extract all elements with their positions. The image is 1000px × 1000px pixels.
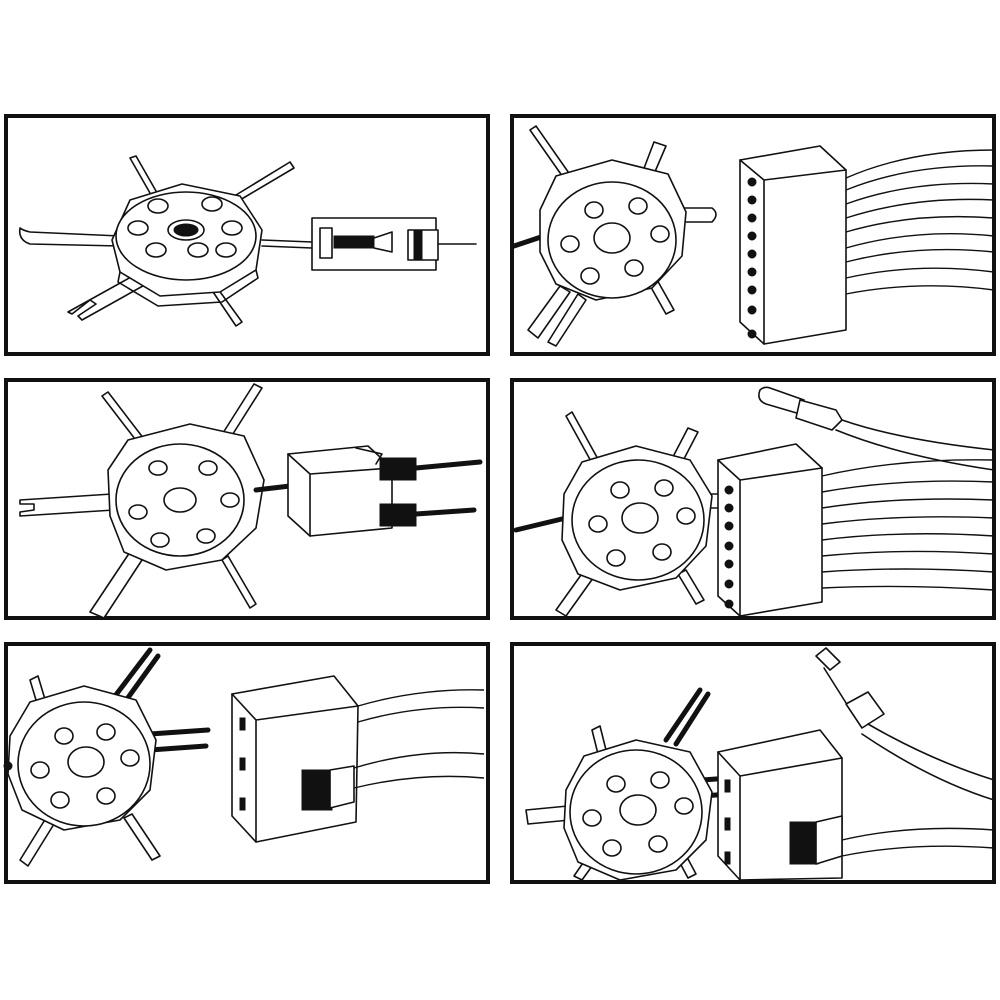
connector-block-icon [717, 729, 843, 881]
wire-bundle-icon [353, 689, 485, 789]
extraction-tool-icon [18, 155, 295, 327]
connector-block-icon [717, 443, 823, 617]
terminal-pin-icon [261, 217, 477, 271]
panel-4 [510, 378, 996, 620]
wire-bundle-icon [821, 459, 995, 591]
extraction-tool-icon [19, 383, 265, 619]
terminal-pin-icon [815, 647, 995, 801]
extraction-tool-icon [511, 125, 717, 347]
panel-3 [4, 378, 490, 620]
wire-bundle-icon [841, 827, 995, 857]
panel-2 [510, 114, 996, 356]
extraction-tool-icon [525, 687, 733, 881]
connector-block-icon [231, 675, 359, 843]
panel-1 [4, 114, 490, 356]
extraction-tool-icon [3, 647, 211, 867]
connector-block-icon [253, 445, 417, 537]
wire-bundle-icon [413, 459, 483, 517]
terminal-pin-icon [758, 386, 995, 471]
panel-6 [510, 642, 996, 884]
extraction-tool-icon [513, 411, 725, 617]
connector-block-icon [739, 145, 847, 345]
wire-bundle-icon [845, 149, 995, 295]
panel-5 [3, 642, 490, 884]
